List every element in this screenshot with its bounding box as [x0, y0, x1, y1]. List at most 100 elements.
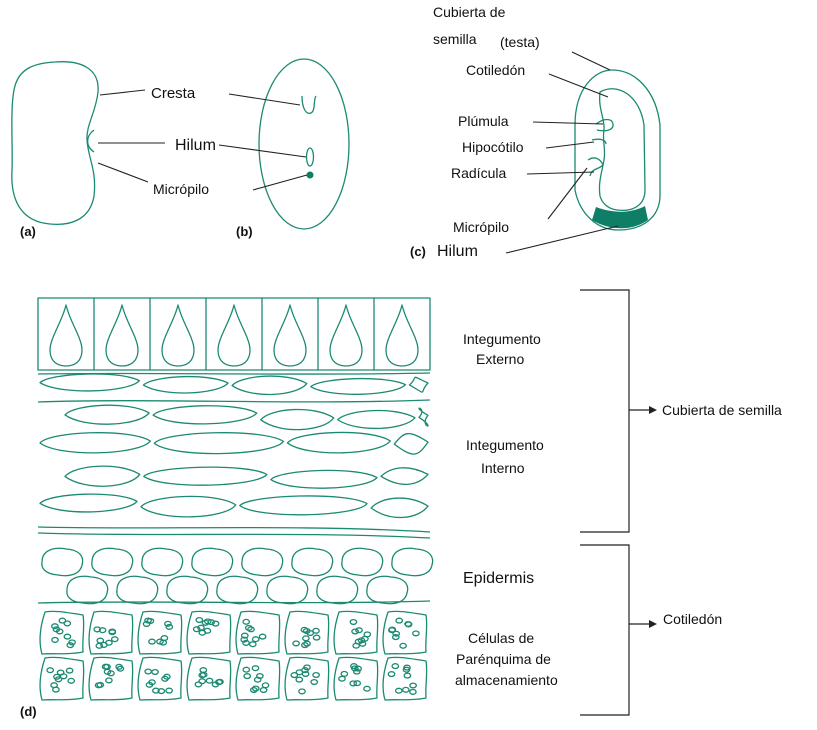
starch-granule	[341, 672, 347, 677]
plumula-label: Plúmula	[458, 113, 509, 129]
starch-granule	[59, 618, 65, 623]
epidermis-layer	[38, 548, 433, 603]
palisade-layer	[38, 298, 430, 370]
integument-cell	[153, 406, 257, 424]
integument-cell	[40, 494, 137, 512]
starch-granule	[356, 628, 362, 633]
cubierta-bracket-label: Cubierta de semilla	[662, 402, 782, 418]
epidermis-cell	[167, 576, 208, 603]
starch-granule	[293, 641, 299, 646]
integument-cell	[261, 409, 334, 429]
seed-front-view	[259, 59, 349, 229]
integument-cell	[338, 411, 415, 429]
integument-cell	[419, 408, 428, 426]
starch-granule	[68, 678, 74, 683]
cubierta-arrow-head	[649, 406, 657, 414]
palisade-teardrop	[386, 305, 418, 366]
starch-granule	[260, 688, 266, 693]
starch-granule	[303, 636, 309, 641]
plumula-leader	[533, 122, 603, 124]
parenchyma-layer	[40, 611, 427, 700]
panel-d-label: (d)	[20, 704, 37, 719]
cubierta-bracket	[580, 290, 629, 532]
starch-granule	[106, 678, 112, 683]
integumento-interno-label-l2: Interno	[481, 460, 525, 476]
starch-granule	[313, 673, 319, 678]
testa-label: (testa)	[500, 34, 540, 50]
starch-granule	[97, 638, 103, 643]
palisade-teardrop	[106, 305, 138, 366]
epidermis-cell	[342, 548, 383, 575]
starch-granule	[145, 669, 151, 674]
micropilo-label-ab: Micrópilo	[153, 181, 209, 197]
parenchyma-cell	[285, 657, 329, 700]
hipocotilo-leader	[546, 142, 594, 148]
epidermis-cell	[92, 548, 133, 575]
integumento-interno-label-l1: Integumento	[466, 437, 544, 453]
starch-granule	[166, 625, 172, 630]
starch-granule	[165, 621, 171, 626]
starch-granule	[244, 674, 250, 679]
hilum-label-ab: Hilum	[175, 137, 216, 154]
integument-cell	[65, 405, 149, 424]
starch-granule	[195, 682, 201, 687]
micropilo-leader-c	[548, 168, 587, 219]
epidermis-label: Epidermis	[463, 570, 534, 587]
epidermis-cell	[117, 576, 158, 603]
starch-granule	[112, 637, 118, 642]
cubierta-label-l2: semilla	[433, 31, 477, 47]
integument-cell	[371, 498, 428, 517]
parenquima-label-l3: almacenamiento	[455, 672, 558, 688]
starch-granule	[404, 673, 410, 678]
starch-granule	[296, 677, 302, 682]
cotiledon-bracket	[580, 545, 629, 715]
seed-side-view	[12, 62, 98, 225]
integument-cell	[381, 468, 428, 485]
starch-granule	[396, 618, 402, 623]
starch-granule	[206, 678, 212, 683]
integument-boundary	[38, 533, 430, 538]
cresta-leader-a	[100, 90, 145, 95]
integument-cell	[141, 496, 236, 516]
starch-granule	[352, 629, 358, 634]
starch-granule	[149, 639, 155, 644]
integument-cell	[40, 374, 139, 391]
hipocotilo-label: Hipocótilo	[462, 139, 524, 155]
starch-granule	[396, 688, 402, 693]
epidermis-cell	[267, 576, 308, 603]
integument-cell	[232, 376, 307, 394]
integument-cell	[287, 432, 390, 452]
parenchyma-cell	[236, 611, 280, 654]
epidermis-cell	[242, 548, 283, 575]
starch-granule	[339, 676, 345, 681]
integumento-externo-label-l2: Externo	[476, 351, 524, 367]
starch-granule	[311, 680, 317, 685]
integument-cell	[394, 434, 428, 455]
hilum-label-c: Hilum	[437, 243, 478, 260]
integumento-externo-label-l1: Integumento	[463, 331, 541, 347]
micropilo-label-c: Micrópilo	[453, 219, 509, 235]
starch-granule	[291, 673, 297, 678]
epidermis-cell	[217, 576, 258, 603]
integument-boundary	[38, 400, 430, 402]
integument-cell	[240, 496, 367, 515]
epidermis-cell	[292, 548, 333, 575]
starch-granule	[243, 667, 249, 672]
starch-granule	[259, 634, 265, 639]
palisade-teardrop	[50, 305, 82, 366]
starch-granule	[392, 664, 398, 669]
starch-granule	[413, 631, 419, 636]
parenchyma-cell	[89, 611, 133, 654]
panel-a-label: (a)	[20, 224, 36, 239]
starch-granule	[52, 624, 58, 629]
epidermis-cell	[142, 548, 183, 575]
starch-granule	[364, 686, 370, 691]
starch-granule	[250, 642, 256, 647]
epidermis-cell	[392, 548, 433, 575]
integument-cell	[271, 470, 377, 488]
palisade-teardrop	[330, 305, 362, 366]
starch-granule	[403, 687, 409, 692]
starch-granule	[152, 670, 158, 675]
panel-c-label: (c)	[410, 244, 426, 259]
micropilo-leader-b	[253, 175, 307, 190]
